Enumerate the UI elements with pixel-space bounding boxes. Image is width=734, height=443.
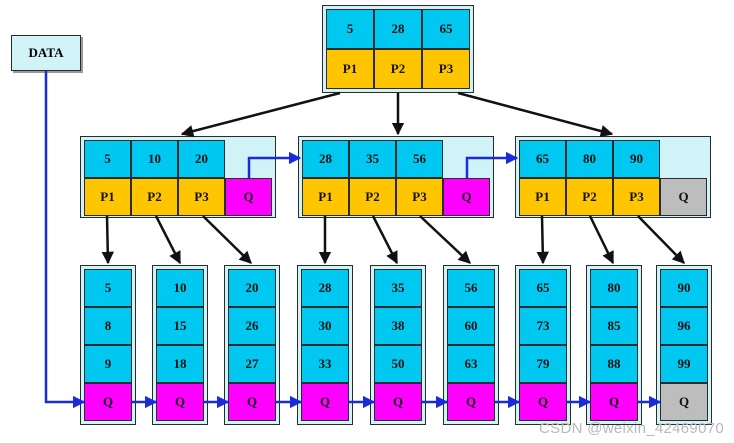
leaf-key: 50 — [374, 345, 422, 383]
root-key: 28 — [374, 9, 422, 49]
leaf-key: 96 — [660, 307, 708, 345]
internal-key: 56 — [396, 140, 443, 178]
leaf-next-pointer: Q — [660, 383, 708, 421]
internal-child-arrow — [154, 215, 182, 265]
leaf-next-pointer: Q — [447, 383, 495, 421]
internal-child-arrow — [637, 215, 685, 264]
internal-pointer: P1 — [84, 178, 131, 216]
internal-key: 35 — [349, 140, 396, 178]
internal-next-pointer: Q — [443, 178, 490, 216]
root-pointer: P1 — [326, 49, 374, 89]
internal-next-pointer: Q — [225, 178, 272, 216]
data-label-box: DATA — [11, 35, 81, 71]
leaf-next-pointer: Q — [590, 383, 638, 421]
leaf-key: 35 — [374, 269, 422, 307]
root-key: 65 — [422, 9, 470, 49]
leaf-next-pointer: Q — [301, 383, 349, 421]
leaf-key: 56 — [447, 269, 495, 307]
root-child-arrow — [457, 91, 614, 138]
leaf-key: 85 — [590, 307, 638, 345]
leaf-key: 38 — [374, 307, 422, 345]
internal-child-arrow — [536, 215, 550, 265]
root-key: 5 — [326, 9, 374, 49]
leaf-key: 8 — [84, 307, 132, 345]
internal-pointer: P2 — [131, 178, 178, 216]
data-entry-link — [44, 71, 86, 409]
internal-key: 65 — [519, 140, 566, 178]
leaf-key: 15 — [156, 307, 204, 345]
internal-pointer: P2 — [349, 178, 396, 216]
internal-child-arrow — [202, 215, 252, 264]
internal-key: 5 — [84, 140, 131, 178]
leaf-key: 10 — [156, 269, 204, 307]
leaf-key: 27 — [228, 345, 276, 383]
internal-next-link — [465, 151, 519, 178]
leaf-next-pointer: Q — [228, 383, 276, 421]
internal-key: 20 — [178, 140, 225, 178]
leaf-key: 90 — [660, 269, 708, 307]
leaf-key: 99 — [660, 345, 708, 383]
leaf-key: 60 — [447, 307, 495, 345]
internal-pointer: P1 — [302, 178, 349, 216]
internal-child-arrow — [371, 215, 399, 265]
leaf-key: 88 — [590, 345, 638, 383]
leaf-next-pointer: Q — [374, 383, 422, 421]
leaf-key: 9 — [84, 345, 132, 383]
internal-child-arrow — [588, 215, 615, 265]
internal-key: 28 — [302, 140, 349, 178]
leaf-key: 28 — [301, 269, 349, 307]
internal-pointer: P2 — [566, 178, 613, 216]
leaf-key: 18 — [156, 345, 204, 383]
leaf-next-pointer: Q — [84, 383, 132, 421]
leaf-key: 79 — [519, 345, 567, 383]
leaf-next-pointer: Q — [519, 383, 567, 421]
internal-key: 10 — [131, 140, 178, 178]
internal-pointer: P3 — [613, 178, 660, 216]
root-child-arrow — [180, 91, 341, 138]
internal-pointer: P3 — [178, 178, 225, 216]
internal-pointer: P3 — [396, 178, 443, 216]
leaf-key: 65 — [519, 269, 567, 307]
internal-next-link — [247, 151, 302, 178]
leaf-key: 30 — [301, 307, 349, 345]
root-pointer: P2 — [374, 49, 422, 89]
watermark: CSDN @weixin_42469070 — [539, 420, 724, 437]
internal-next-pointer: Q — [660, 178, 707, 216]
internal-child-arrow — [101, 215, 115, 265]
leaf-key: 5 — [84, 269, 132, 307]
leaf-key: 20 — [228, 269, 276, 307]
internal-pointer: P1 — [519, 178, 566, 216]
internal-key: 80 — [566, 140, 613, 178]
leaf-key: 33 — [301, 345, 349, 383]
leaf-key: 80 — [590, 269, 638, 307]
leaf-key: 73 — [519, 307, 567, 345]
leaf-key: 63 — [447, 345, 495, 383]
root-pointer: P3 — [422, 49, 470, 89]
leaf-key: 26 — [228, 307, 276, 345]
internal-key: 90 — [613, 140, 660, 178]
internal-child-arrow — [419, 215, 471, 264]
